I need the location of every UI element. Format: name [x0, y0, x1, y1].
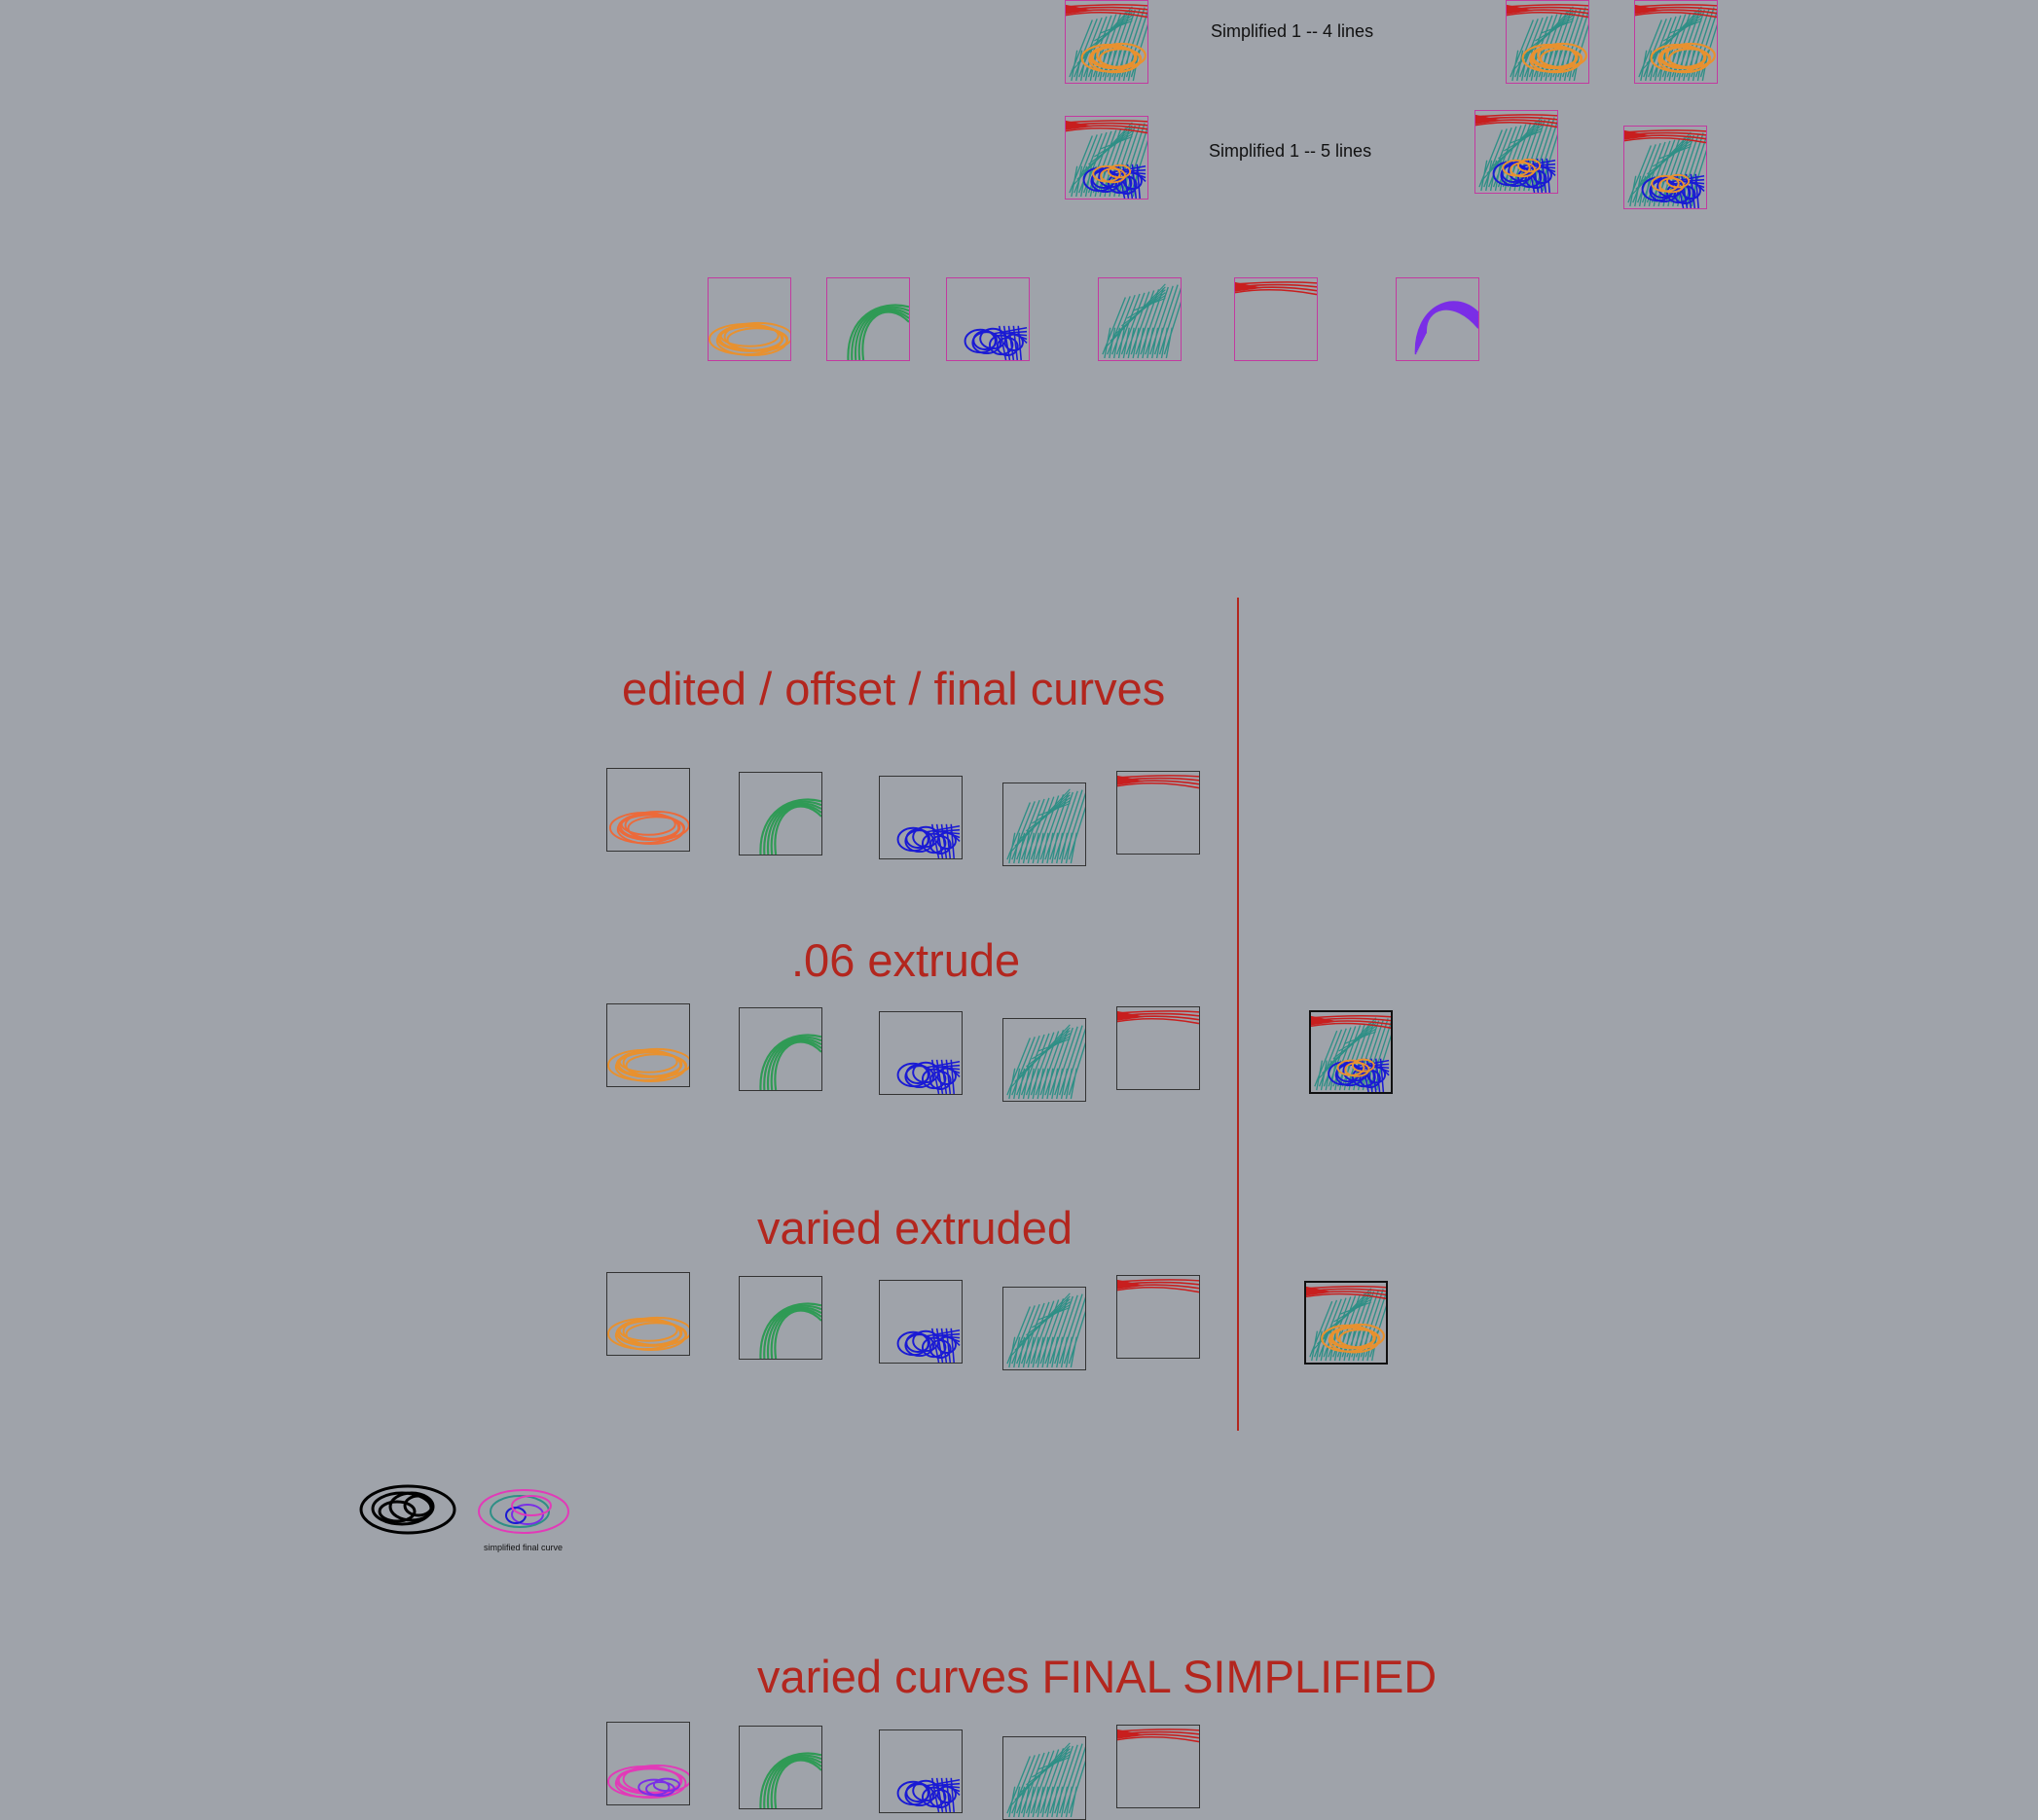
purple-curve-tile[interactable] — [1396, 277, 1479, 361]
orange-curve-tile[interactable] — [606, 1003, 690, 1087]
black-scribble-icon — [359, 1484, 456, 1535]
simplified-4-lines-label: Simplified 1 -- 4 lines — [1211, 21, 1374, 41]
blue-curve-tile[interactable] — [946, 277, 1030, 361]
blue-curve-tile[interactable] — [879, 1729, 963, 1813]
blue-curve-tile[interactable] — [879, 1280, 963, 1364]
varied-extruded-heading: varied extruded — [757, 1202, 1073, 1254]
green-curve-tile[interactable] — [739, 1007, 822, 1091]
blue-curve-tile[interactable] — [879, 1011, 963, 1095]
green-curve-tile[interactable] — [826, 277, 910, 361]
composite-tile[interactable] — [1634, 0, 1718, 84]
final-simplified-heading: varied curves FINAL SIMPLIFIED — [757, 1651, 1438, 1702]
red-curve-tile[interactable] — [1116, 1275, 1200, 1359]
red-curve-tile[interactable] — [1116, 771, 1200, 855]
composite-tile[interactable] — [1623, 126, 1707, 209]
divider-line — [1237, 598, 1239, 1431]
extrude-heading: .06 extrude — [791, 934, 1021, 986]
green-curve-tile[interactable] — [739, 772, 822, 855]
green-curve-tile[interactable] — [739, 1726, 822, 1809]
combined-extrude-tile[interactable] — [1309, 1010, 1393, 1094]
red-curve-tile[interactable] — [1116, 1725, 1200, 1808]
composite-tile[interactable] — [1065, 0, 1148, 84]
composite-tile[interactable] — [1506, 0, 1589, 84]
combined-varied-tile[interactable] — [1304, 1281, 1388, 1365]
red-curve-tile[interactable] — [1116, 1006, 1200, 1090]
teal-curve-tile[interactable] — [1098, 277, 1182, 361]
pink-curve-tile[interactable] — [606, 1722, 690, 1805]
simplified-5-lines-label: Simplified 1 -- 5 lines — [1209, 141, 1372, 161]
red-curve-tile[interactable] — [1234, 277, 1318, 361]
teal-curve-tile[interactable] — [1002, 1736, 1086, 1820]
composite-tile[interactable] — [1474, 110, 1558, 194]
blue-curve-tile[interactable] — [879, 776, 963, 859]
teal-curve-tile[interactable] — [1002, 783, 1086, 866]
orange-curve-tile[interactable] — [606, 1272, 690, 1356]
teal-curve-tile[interactable] — [1002, 1287, 1086, 1370]
teal-curve-tile[interactable] — [1002, 1018, 1086, 1102]
edited-heading: edited / offset / final curves — [622, 663, 1166, 714]
coral-curve-tile[interactable] — [606, 768, 690, 852]
orange-curve-tile[interactable] — [708, 277, 791, 361]
composite-tile[interactable] — [1065, 116, 1148, 200]
green-curve-tile[interactable] — [739, 1276, 822, 1360]
simplified-final-curve-label: simplified final curve — [484, 1543, 564, 1552]
colored-scribble-icon — [478, 1489, 569, 1534]
